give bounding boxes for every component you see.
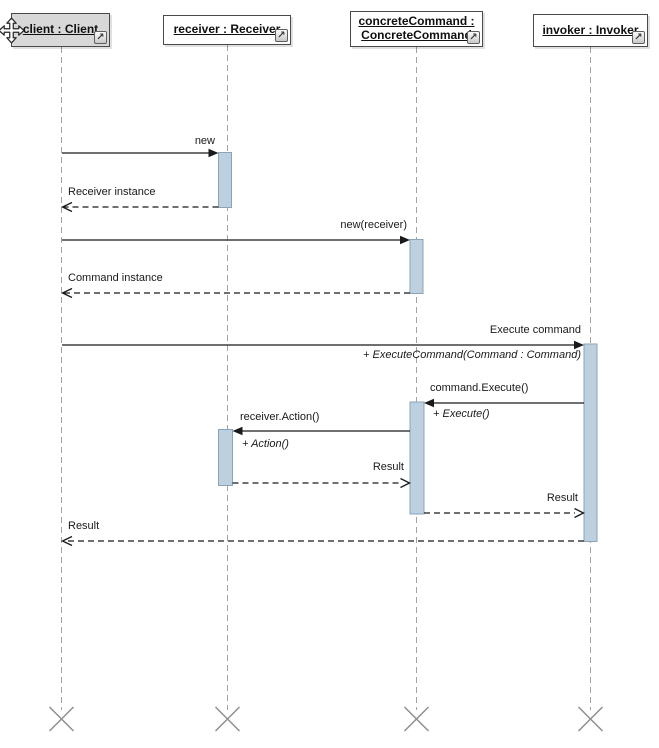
lifeline-head-concreteCommand-label: concreteCommand : ConcreteCommand	[354, 14, 478, 44]
message-operation-command-execute[interactable]: + Execute()	[433, 408, 490, 420]
lifeline-receiver[interactable]	[214, 45, 241, 732]
message-label-result-command[interactable]: Result	[546, 492, 578, 504]
activation-bar-receiver-1[interactable]	[218, 152, 232, 208]
expand-link-icon[interactable]: ↗	[467, 31, 480, 44]
message-label-command-instance[interactable]: Command instance	[68, 272, 163, 284]
message-label-result-receiver[interactable]: Result	[372, 461, 404, 473]
message-label-new-receiver[interactable]: new(receiver)	[340, 219, 407, 231]
message-arrow-command-instance[interactable]	[60, 287, 411, 299]
message-arrow-result-invoker[interactable]	[60, 535, 585, 547]
move-cursor-icon	[0, 17, 25, 44]
message-arrow-new-receiver[interactable]	[62, 235, 410, 245]
lifeline-head-invoker-label: invoker : Invoker	[542, 22, 639, 37]
expand-link-icon[interactable]: ↗	[275, 29, 288, 42]
destroy-x-invoker	[577, 706, 604, 732]
message-label-execute-command[interactable]: Execute command	[489, 324, 581, 336]
lifeline-client[interactable]	[48, 47, 75, 732]
message-arrow-command-execute[interactable]	[424, 398, 584, 408]
lifeline-head-client[interactable]: client : Client ↗	[11, 13, 110, 47]
destroy-x-client	[48, 706, 75, 732]
concreteCommand-label-line2: ConcreteCommand	[361, 28, 472, 42]
destroy-x-receiver	[214, 706, 241, 732]
message-label-result-invoker[interactable]: Result	[68, 520, 100, 532]
activation-bar-invoker[interactable]	[583, 343, 598, 542]
lifeline-concreteCommand[interactable]	[403, 47, 430, 732]
message-arrow-receiver-instance[interactable]	[60, 201, 219, 213]
activation-bar-concreteCommand-2[interactable]	[409, 401, 425, 515]
lifeline-head-concreteCommand[interactable]: concreteCommand : ConcreteCommand ↗	[350, 11, 483, 47]
message-arrow-new[interactable]	[62, 148, 219, 158]
message-arrow-result-receiver[interactable]	[232, 477, 411, 489]
lifeline-head-receiver[interactable]: receiver : Receiver ↗	[163, 15, 291, 45]
message-label-receiver-instance[interactable]: Receiver instance	[68, 186, 156, 198]
message-operation-execute-command[interactable]: + ExecuteCommand(Command : Command)	[363, 349, 581, 361]
message-label-receiver-action[interactable]: receiver.Action()	[240, 411, 320, 423]
lifeline-head-client-label: client : Client	[22, 22, 99, 36]
expand-link-icon[interactable]: ↗	[94, 31, 107, 44]
message-arrow-execute-command[interactable]	[62, 340, 584, 350]
lifeline-head-invoker[interactable]: invoker : Invoker ↗	[533, 14, 648, 47]
message-operation-receiver-action[interactable]: + Action()	[242, 438, 289, 450]
concreteCommand-label-line1: concreteCommand :	[358, 14, 475, 28]
activation-bar-receiver-2[interactable]	[218, 429, 233, 486]
message-label-new[interactable]: new	[194, 135, 215, 147]
message-label-command-execute[interactable]: command.Execute()	[430, 382, 529, 394]
destroy-x-concreteCommand	[403, 706, 430, 732]
activation-bar-concreteCommand-1[interactable]	[409, 239, 424, 294]
message-arrow-result-command[interactable]	[424, 507, 585, 519]
message-arrow-receiver-action[interactable]	[232, 426, 411, 436]
lifeline-head-receiver-label: receiver : Receiver	[173, 22, 281, 36]
expand-link-icon[interactable]: ↗	[632, 31, 645, 44]
